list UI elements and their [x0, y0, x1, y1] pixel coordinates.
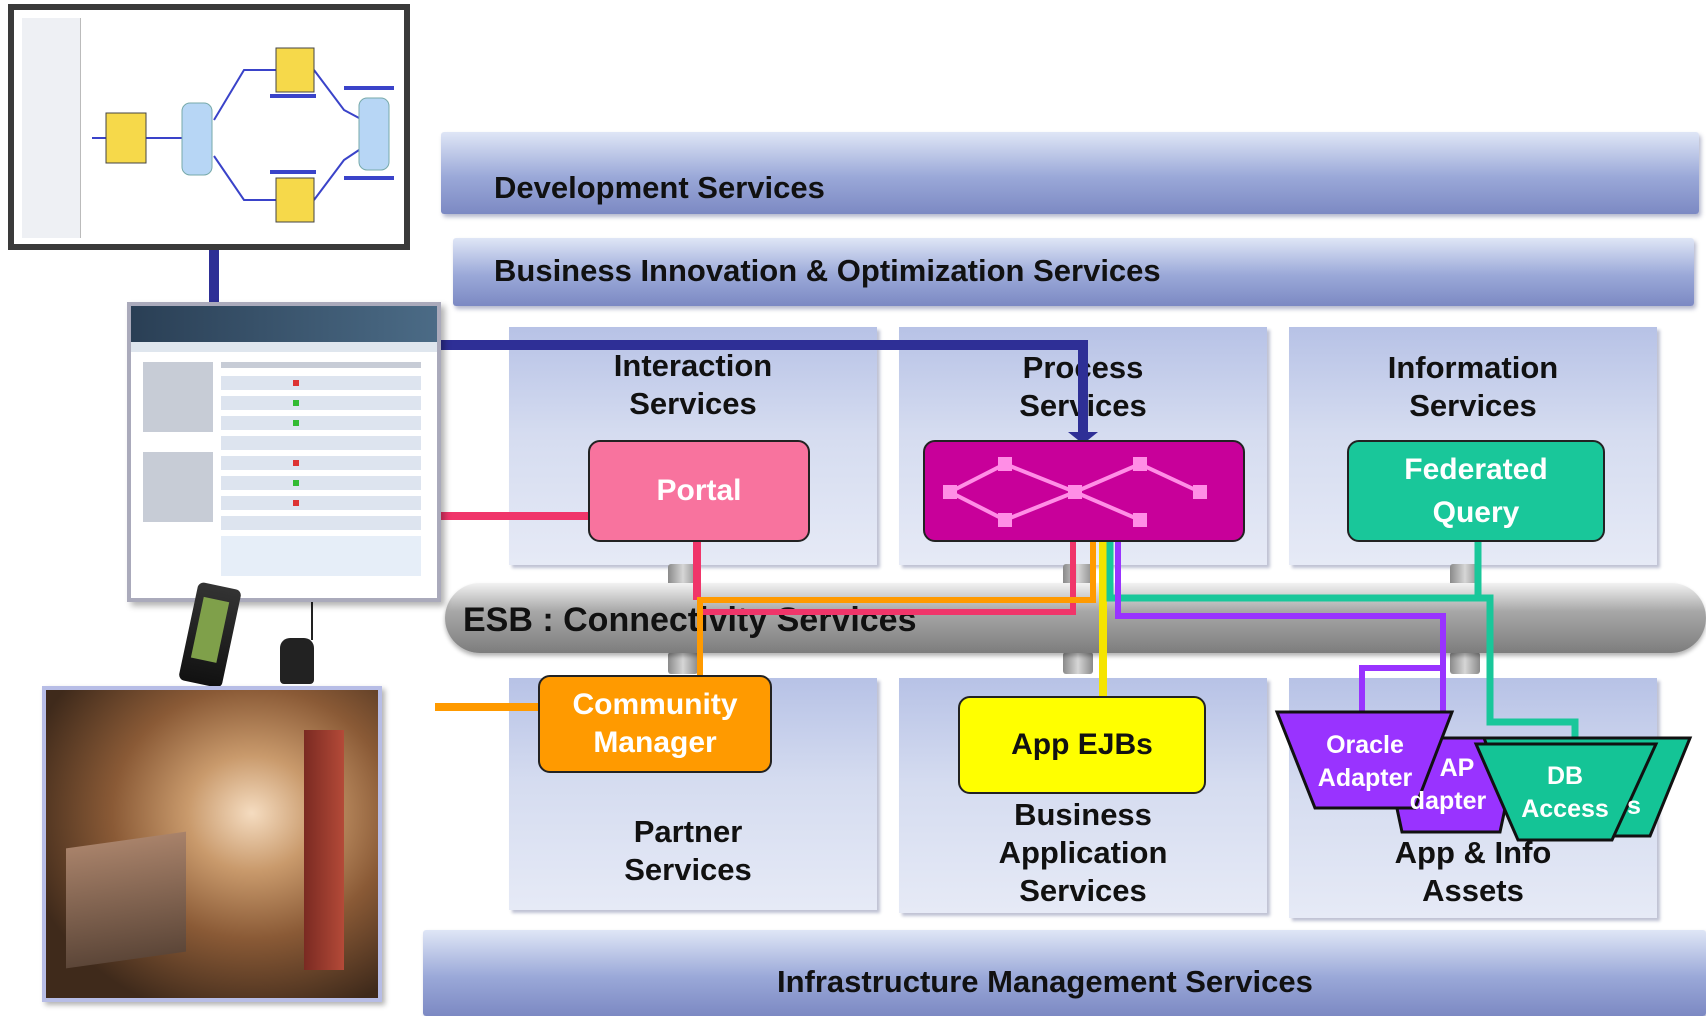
- esb-connector: [1450, 652, 1480, 674]
- community-manager-label-line1: Community: [572, 688, 738, 721]
- tool-palette: [22, 18, 81, 238]
- orange-community-link: [697, 510, 1096, 680]
- process-flow-icon: [943, 457, 1207, 527]
- esb-connector: [1450, 564, 1480, 586]
- esb-label: ESB : Connectivity Services: [463, 601, 917, 639]
- infrastructure-services-bar: Infrastructure Management Services: [423, 930, 1706, 1016]
- oracle-adapter-label: Oracle Adapter: [1317, 731, 1413, 792]
- app-ejbs-label: App EJBs: [1011, 728, 1153, 761]
- app-ejbs-box[interactable]: App EJBs: [958, 696, 1206, 794]
- dashboard-tabs: [131, 342, 437, 352]
- blue-connection-line: [440, 340, 1088, 435]
- esb-connector: [668, 652, 698, 674]
- infrastructure-services-label: Infrastructure Management Services: [777, 964, 1313, 999]
- community-manager-box[interactable]: Community Manager: [538, 675, 772, 773]
- portal-box[interactable]: Portal: [588, 440, 810, 542]
- development-services-label: Development Services: [494, 170, 825, 205]
- federated-query-box[interactable]: Federated Query: [1347, 440, 1605, 542]
- innovation-services-bar: Business Innovation & Optimization Servi…: [453, 238, 1694, 306]
- db-access-shape: [1473, 742, 1659, 842]
- business-application-services-title: Business Application Services: [998, 797, 1168, 908]
- process-flow-box[interactable]: [923, 440, 1245, 542]
- green-connection-line: [1106, 535, 1482, 602]
- innovation-services-label: Business Innovation & Optimization Servi…: [494, 253, 1161, 288]
- pink-process-link: [697, 540, 1076, 615]
- esb-connector: [668, 564, 698, 586]
- sap-adapter-label: AP dapter: [1409, 754, 1487, 815]
- development-services-bar: Development Services: [441, 132, 1699, 214]
- green-db-link: [1478, 594, 1579, 745]
- blue-arrowhead: [1068, 432, 1098, 444]
- oracle-adapter-shape: [1274, 710, 1455, 810]
- esb-connector: [1063, 652, 1093, 674]
- dashboard-screenshot: [127, 302, 441, 602]
- federated-query-label-line1: Federated: [1404, 453, 1548, 486]
- portal-label: Portal: [656, 474, 742, 507]
- workflow-diagram-icon: [92, 47, 394, 223]
- dashboard-content: [143, 362, 421, 576]
- information-services-title: Information Services: [1387, 350, 1559, 423]
- purple-oracle-link: [1359, 665, 1443, 715]
- partner-services-title: Partner Services: [624, 814, 752, 887]
- dashboard-header: [131, 306, 437, 342]
- handheld-device-icon: [280, 638, 314, 684]
- warehouse-photo: [42, 686, 382, 1002]
- interaction-services-title: Interaction Services: [613, 348, 773, 421]
- process-designer-screenshot: [8, 4, 410, 250]
- community-manager-label-line2: Manager: [593, 726, 717, 759]
- federated-query-label-line2: Query: [1432, 496, 1520, 529]
- db-access-back-label: s: [1627, 792, 1641, 820]
- db-access-label: DB Access: [1521, 762, 1609, 823]
